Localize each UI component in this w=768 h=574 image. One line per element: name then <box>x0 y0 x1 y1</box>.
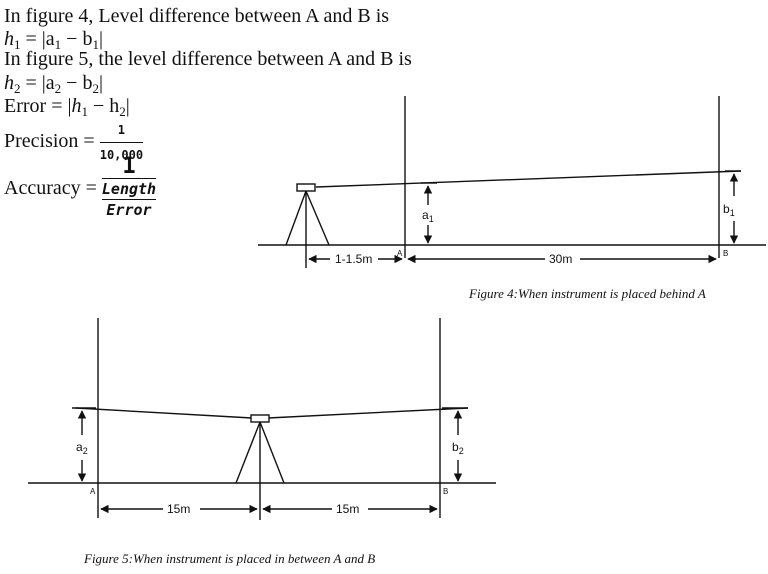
fig4-instrument <box>296 183 316 192</box>
figure-4 <box>258 96 766 268</box>
fig4-dim-short-label: 1-1.5m <box>335 252 372 266</box>
fig4-dim-long-label: 30m <box>549 252 572 266</box>
figure-4-labels: a1 b1 A B 1-1.5m 30m Figure 4:When instr… <box>335 202 735 301</box>
accuracy-label: Accuracy = <box>4 177 102 199</box>
fig5-sight-line-right <box>267 407 469 419</box>
figure-5 <box>28 318 496 520</box>
fig5-dim-left-label: 15m <box>167 502 190 516</box>
h2-sub: 2 <box>14 81 21 96</box>
fig4-point-b: B <box>723 249 728 258</box>
fig5-tripod-leg-left <box>235 421 261 484</box>
fig5-sight-line-left <box>75 407 253 419</box>
fig5-label-b2: b2 <box>452 440 464 456</box>
h1-equation: h1 = |a1 − b1| <box>4 27 103 57</box>
fig5-instrument <box>250 414 270 423</box>
precision-equation: Precision = 1 10,000 <box>4 118 144 167</box>
fig4-point-a: A <box>397 249 403 258</box>
fig5-tripod-leg-right <box>259 421 285 484</box>
accuracy-numerator: 1 <box>122 154 136 179</box>
error-label: Error = | <box>4 95 72 117</box>
accuracy-error: Error <box>101 199 157 220</box>
error-h2-sub: 2 <box>119 104 126 119</box>
h2-eq: = |a <box>20 72 55 94</box>
error-h: h <box>71 95 82 117</box>
error-bar: | <box>125 95 130 117</box>
fig4-label-a1: a1 <box>422 208 434 224</box>
h2-a-sub: 2 <box>54 81 62 96</box>
h2-symbol: h <box>4 72 14 94</box>
h1-minus: − b <box>61 28 93 50</box>
h1-sub: 1 <box>14 37 21 52</box>
error-minus: − h <box>87 95 120 117</box>
fig5-caption: Figure 5:When instrument is placed in be… <box>83 551 375 566</box>
fig4-tripod-leg-left <box>285 190 307 246</box>
h1-symbol: h <box>4 28 14 50</box>
figure-5-labels: a2 b2 A B 15m 15m Figure 5:When instrume… <box>76 440 464 566</box>
fig5-label-a2: a2 <box>76 440 88 456</box>
fig5-point-b: B <box>443 487 448 496</box>
h2-b-sub: 2 <box>92 81 99 96</box>
precision-numerator: 1 <box>117 123 126 137</box>
fig5-dim-right-label: 15m <box>336 502 359 516</box>
fig4-tripod-leg-right <box>305 190 330 246</box>
error-equation: Error = |h1 − h2| <box>4 94 130 124</box>
h2-bar: | <box>98 72 103 94</box>
precision-denominator: 10,000 <box>99 142 144 167</box>
h1-a-sub: 1 <box>54 37 62 52</box>
h1-eq: = |a <box>20 28 55 50</box>
h1-bar: | <box>98 28 103 50</box>
h2-minus: − b <box>61 72 93 94</box>
intro-figure4: In figure 4, Level difference between A … <box>4 5 390 27</box>
fig5-point-a: A <box>90 487 96 496</box>
error-h1-sub: 1 <box>81 104 88 119</box>
intro-figure5: In figure 5, the level difference betwee… <box>4 48 412 70</box>
precision-fraction: 1 10,000 <box>99 118 144 167</box>
accuracy-length: Length <box>101 178 157 198</box>
fig4-caption: Figure 4:When instrument is placed behin… <box>468 286 706 301</box>
h1-b-sub: 1 <box>92 37 99 52</box>
h2-equation: h2 = |a2 − b2| <box>4 71 103 101</box>
fig4-label-b1: b1 <box>723 202 735 218</box>
fig4-sight-line <box>315 170 742 188</box>
precision-label: Precision = <box>4 130 100 153</box>
